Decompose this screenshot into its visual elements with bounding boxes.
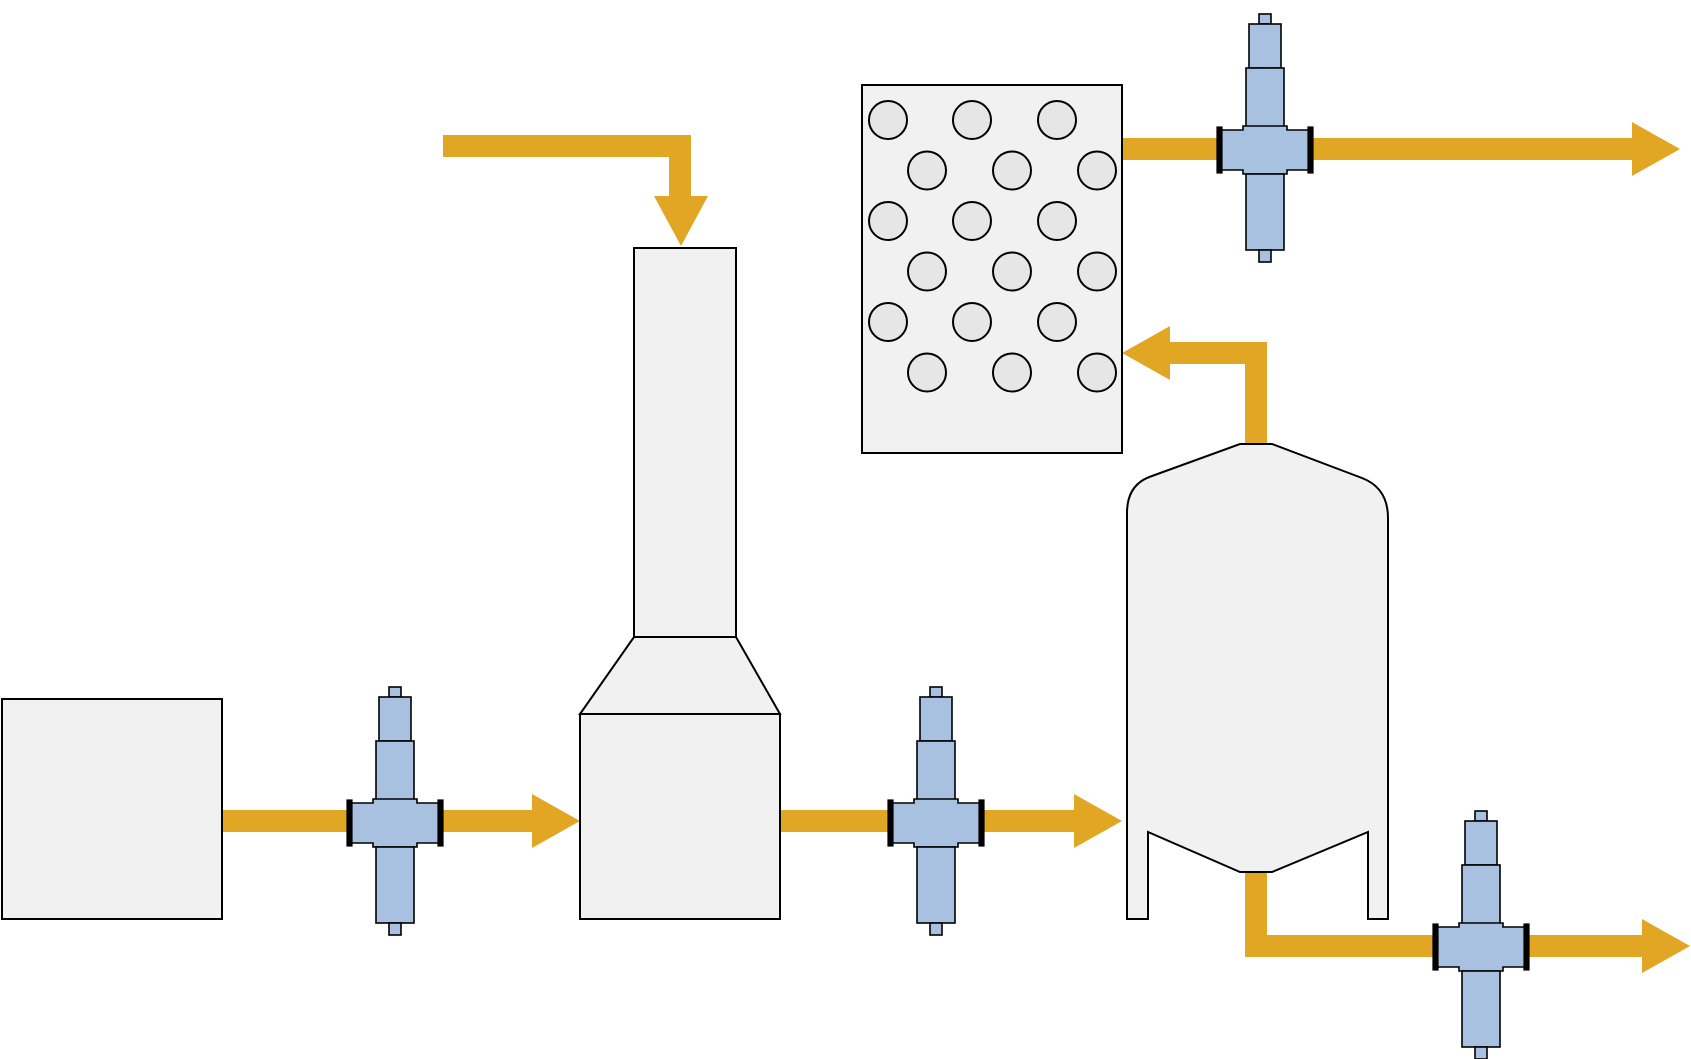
- flow-inlet-top: [443, 135, 691, 198]
- packing-ball: [1077, 150, 1117, 191]
- flow-feed-to-column-arrowhead: [532, 794, 580, 848]
- packing-ball: [952, 302, 992, 342]
- feed-tank: [1, 698, 223, 920]
- stack-column: [578, 247, 782, 920]
- flow-inlet-top-arrowhead: [654, 196, 708, 246]
- packing-ball: [868, 201, 908, 241]
- valve-3-icon[interactable]: [1216, 12, 1314, 264]
- packing-ball: [992, 352, 1032, 393]
- packing-ball: [868, 100, 908, 140]
- packing-ball: [907, 150, 947, 191]
- flow-vessel-bottom-out-arrowhead: [1642, 919, 1690, 973]
- valve-4-icon[interactable]: [1432, 809, 1530, 1059]
- packing-ball: [1077, 352, 1117, 393]
- packing-ball: [907, 251, 947, 292]
- packed-bed-reactor: [861, 84, 1123, 454]
- packing-balls: [868, 100, 1117, 393]
- packing-ball: [952, 201, 992, 241]
- stack-column-upper: [633, 247, 737, 638]
- packing-ball: [1077, 251, 1117, 292]
- packing-ball: [992, 150, 1032, 191]
- packing-ball: [992, 251, 1032, 292]
- flow-column-to-vessel-arrowhead: [1074, 794, 1122, 848]
- flow-vessel-to-packed-bed-arrowhead: [1122, 326, 1170, 380]
- packing-ball: [1037, 100, 1077, 140]
- stack-column-base: [579, 713, 781, 920]
- stack-column-hopper: [578, 636, 782, 715]
- packing-ball: [952, 100, 992, 140]
- flow-vessel-to-packed-bed: [1168, 342, 1267, 446]
- equipment: [1, 84, 1389, 920]
- packing-ball: [907, 352, 947, 393]
- flow-packed-bed-out-arrowhead: [1632, 122, 1680, 176]
- packing-ball: [1037, 201, 1077, 241]
- valve-1-icon[interactable]: [346, 685, 444, 937]
- packing-ball: [1037, 302, 1077, 342]
- packing-ball: [868, 302, 908, 342]
- valve-2-icon[interactable]: [887, 685, 985, 937]
- storage-vessel: [1126, 443, 1389, 920]
